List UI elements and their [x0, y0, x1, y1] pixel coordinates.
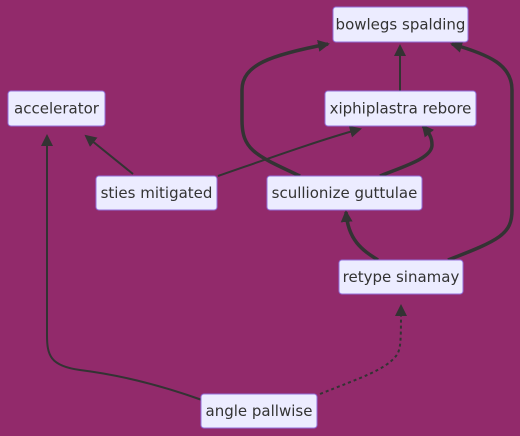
node-bowlegs-spalding[interactable]: bowlegs spalding — [332, 6, 469, 43]
node-angle-pallwise[interactable]: angle pallwise — [200, 393, 318, 429]
nodes: bowlegs spalding accelerator xiphiplastr… — [7, 6, 477, 429]
node-label-bowlegs: bowlegs spalding — [336, 16, 466, 34]
node-accelerator[interactable]: accelerator — [7, 90, 106, 127]
node-label-sties: sties mitigated — [101, 184, 213, 202]
edge-retype-to-scullionize — [340, 210, 379, 262]
edge-scullionize-to-xiphiplastra — [379, 124, 435, 178]
node-xiphiplastra-rebore[interactable]: xiphiplastra rebore — [324, 90, 477, 127]
edge-sties-to-accelerator — [84, 134, 134, 175]
edge-sties-to-xiphiplastra — [217, 125, 362, 177]
edge-angle-to-accelerator — [41, 134, 203, 401]
edge-retype-to-bowlegs — [447, 41, 514, 262]
node-label-angle: angle pallwise — [206, 402, 313, 420]
edge-angle-to-retype — [319, 304, 407, 395]
node-scullionize-guttulae[interactable]: scullionize guttulae — [266, 175, 423, 211]
edge-scullionize-to-bowlegs — [240, 39, 330, 178]
node-label-retype: retype sinamay — [343, 268, 460, 286]
node-label-accelerator: accelerator — [14, 100, 100, 118]
node-sties-mitigated[interactable]: sties mitigated — [95, 175, 218, 211]
node-retype-sinamay[interactable]: retype sinamay — [338, 259, 464, 295]
node-label-scullionize: scullionize guttulae — [272, 184, 418, 202]
edges — [41, 39, 514, 401]
node-label-xiphiplastra: xiphiplastra rebore — [330, 100, 472, 118]
